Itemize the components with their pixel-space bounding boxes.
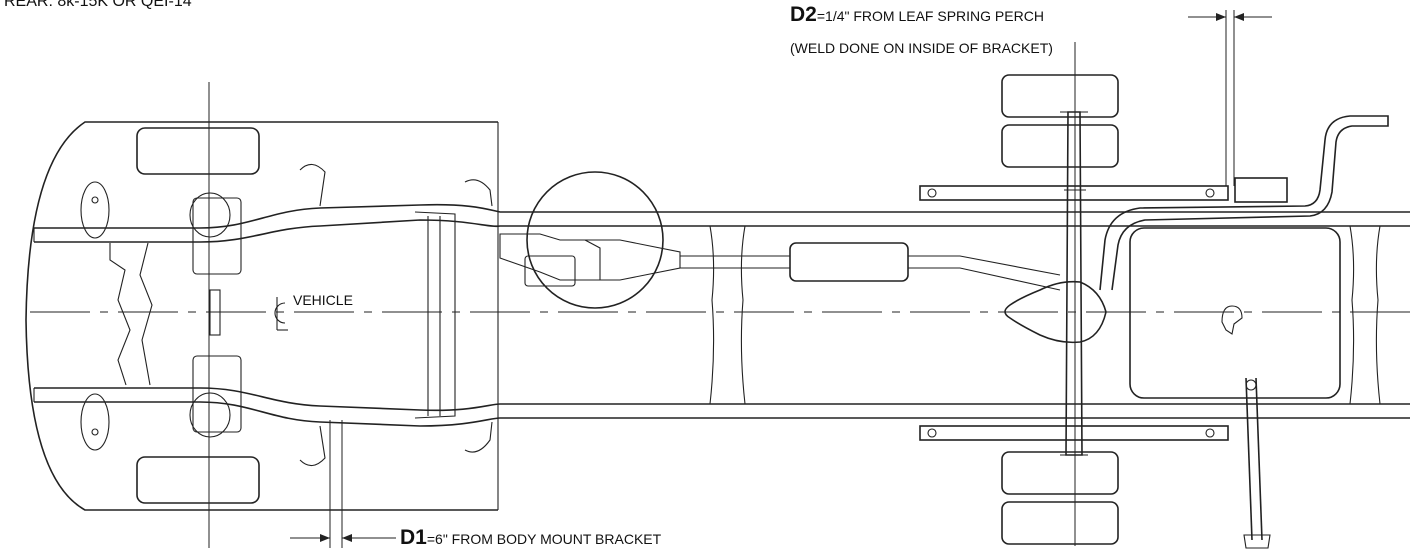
d1-tag: D1 xyxy=(400,526,427,549)
d2-text: =1/4" FROM LEAF SPRING PERCH xyxy=(816,8,1044,24)
d1-dimension-lines xyxy=(290,420,396,548)
frame-rail-upper xyxy=(33,203,1410,243)
fuel-tank-cap xyxy=(1221,305,1243,335)
leaf-spring-perch-bracket xyxy=(1234,177,1288,203)
centerline-label: VEHICLE xyxy=(293,292,353,308)
shock-absorber xyxy=(1243,377,1271,549)
front-left-wheel xyxy=(136,127,260,175)
rear-left-wheel-inner xyxy=(1001,124,1119,168)
differential xyxy=(1004,280,1107,344)
d2-note: (WELD DONE ON INSIDE OF BRACKET) xyxy=(790,40,1053,56)
d2-tag: D2 xyxy=(790,3,817,26)
center-lines xyxy=(30,42,1415,548)
rear-crossmember xyxy=(1349,225,1381,405)
transmission-crossmember xyxy=(414,211,456,419)
front-suspension xyxy=(80,163,493,467)
d2-dimension-lines xyxy=(1188,10,1272,186)
rear-spec-header: REAR: 8k-15K OR QEI-14 xyxy=(4,0,192,10)
rear-left-wheel-outer xyxy=(1001,74,1119,118)
d1-callout: D1=6" FROM BODY MOUNT BRACKET xyxy=(400,526,661,550)
d2-callout: D2=1/4" FROM LEAF SPRING PERCH xyxy=(790,3,1044,27)
mid-crossmember xyxy=(709,225,746,405)
driveshaft xyxy=(680,242,1061,291)
frame-rail-lower xyxy=(33,387,1410,427)
d1-text: =6" FROM BODY MOUNT BRACKET xyxy=(426,531,662,547)
transmission-detail-circle xyxy=(526,171,664,309)
exhaust-pipe xyxy=(1099,115,1389,291)
fuel-tank xyxy=(1129,227,1341,399)
leaf-spring-lower xyxy=(919,425,1229,441)
centerline-symbol-icon xyxy=(274,297,288,331)
cab-outline xyxy=(25,121,499,511)
front-right-wheel xyxy=(136,456,260,504)
rear-right-wheel-outer xyxy=(1001,501,1119,545)
leaf-spring-upper xyxy=(919,185,1229,201)
rear-right-wheel-inner xyxy=(1001,451,1119,495)
